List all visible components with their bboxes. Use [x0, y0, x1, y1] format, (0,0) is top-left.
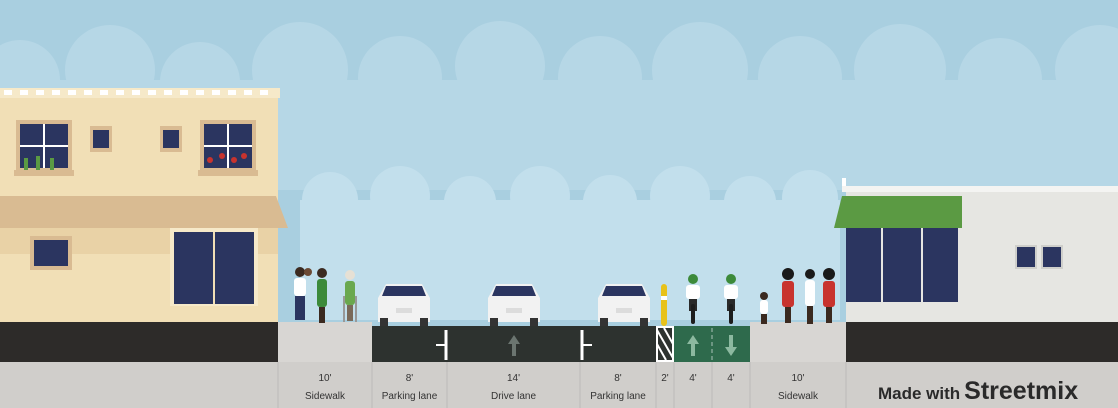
- pedestrians-right-sidewalk: [760, 268, 835, 324]
- segment-width-label: 14': [506, 373, 521, 384]
- parked-car-right: [598, 284, 650, 326]
- streetmix-logo-text: Streetmix: [964, 377, 1079, 405]
- arrow-up-icon: [687, 335, 699, 356]
- segment-name-label: Sidewalk: [777, 391, 819, 402]
- segment-width-label: 4': [727, 373, 735, 384]
- street-ground: [278, 322, 846, 362]
- made-with-text: Made with: [878, 384, 961, 403]
- segment-width-label: 8': [405, 373, 414, 384]
- parked-car-left: [378, 284, 430, 326]
- segment-width-label: 2': [661, 373, 669, 384]
- cyclist-southbound: [724, 274, 738, 324]
- pedestrians-left-sidewalk: [294, 267, 357, 323]
- arrow-down-icon: [725, 335, 737, 356]
- flex-post: [661, 284, 667, 326]
- cyclist-northbound: [686, 274, 700, 324]
- segment-width-label: 10': [791, 373, 805, 384]
- segment-name-label: Drive lane: [490, 391, 537, 402]
- segment-name-label: Sidewalk: [304, 391, 346, 402]
- left-building: [0, 88, 288, 362]
- arrow-up-icon: [508, 335, 520, 356]
- right-building: [834, 178, 1118, 362]
- segment-width-label: 4': [689, 373, 697, 384]
- segment-width-label: 8': [614, 373, 622, 384]
- segment-name-label: Parking lane: [590, 391, 646, 402]
- segment-name-label: Parking lane: [381, 391, 438, 402]
- driving-car: [488, 284, 540, 326]
- segment-width-label: 10': [318, 373, 332, 384]
